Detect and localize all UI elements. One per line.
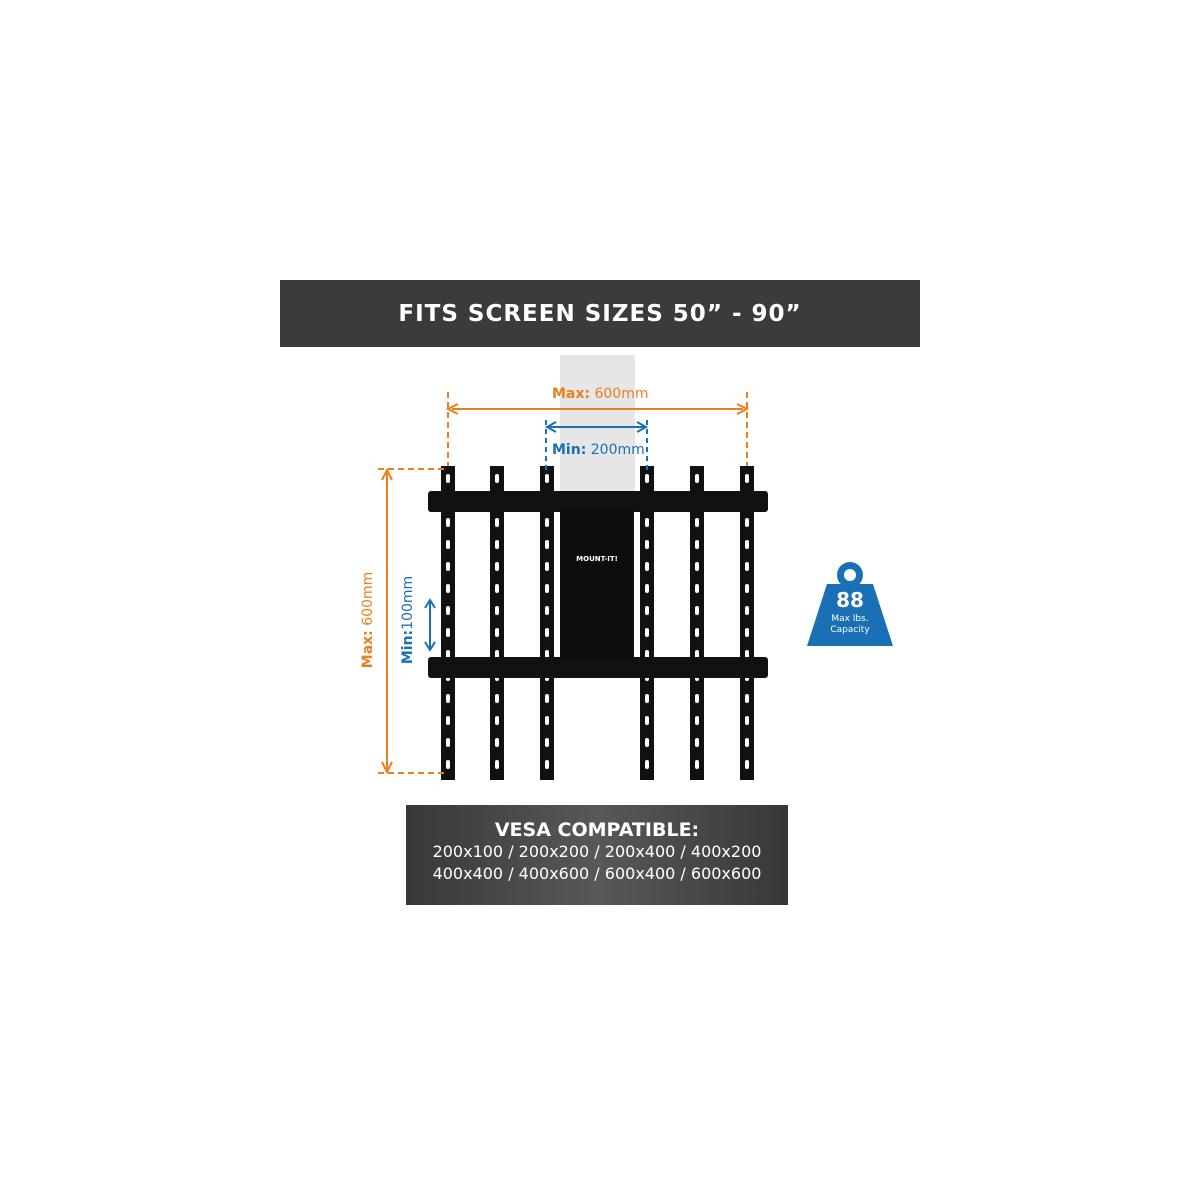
rail-slot <box>545 606 549 615</box>
max-height-label: Max: 600mm <box>360 571 376 669</box>
rail-slot <box>495 760 499 769</box>
rail-slot <box>645 628 649 637</box>
rail-slot <box>495 540 499 549</box>
vertical-rail <box>640 466 654 780</box>
rail-slot <box>545 518 549 527</box>
rail-slot <box>645 474 649 483</box>
vertical-rail <box>490 466 504 780</box>
rail-slot <box>695 584 699 593</box>
weight-icon <box>807 562 893 646</box>
rail-slot <box>446 540 450 549</box>
rail-slot <box>745 474 749 483</box>
rail-slot <box>446 716 450 725</box>
rail-slot <box>545 628 549 637</box>
mount-it-logo: MOUNT-IT! <box>576 555 618 563</box>
bottom-crossbar <box>428 657 768 678</box>
rail-slot <box>695 540 699 549</box>
rail-slot <box>495 716 499 725</box>
rail-slot <box>745 650 749 659</box>
rail-slot <box>545 584 549 593</box>
rail-slot <box>495 738 499 747</box>
rail-slot <box>545 562 549 571</box>
max-width-label: Max: 600mm <box>552 386 649 402</box>
rail-slot <box>695 562 699 571</box>
capacity-caption: Max lbs.Capacity <box>830 614 870 635</box>
rail-slot <box>545 650 549 659</box>
rail-slot <box>495 584 499 593</box>
rail-slot <box>545 738 549 747</box>
rail-slot <box>745 760 749 769</box>
vesa-title: VESA COMPATIBLE: <box>494 819 700 841</box>
rail-slot <box>446 474 450 483</box>
rail-slot <box>495 606 499 615</box>
rail-slot <box>695 606 699 615</box>
rail-slot <box>446 584 450 593</box>
rail-slot <box>645 738 649 747</box>
vertical-rail <box>441 466 455 780</box>
rail-slot <box>495 518 499 527</box>
rail-slot <box>495 694 499 703</box>
rail-slot <box>545 760 549 769</box>
rail-slot <box>446 760 450 769</box>
rail-slot <box>745 738 749 747</box>
rail-slot <box>645 760 649 769</box>
rail-slot <box>645 650 649 659</box>
rail-slot <box>745 606 749 615</box>
rail-slot <box>695 474 699 483</box>
rail-slot <box>645 694 649 703</box>
rail-slot <box>545 474 549 483</box>
rail-slot <box>745 716 749 725</box>
rail-slot <box>645 540 649 549</box>
rail-slot <box>645 716 649 725</box>
rail-slot <box>495 650 499 659</box>
center-plate <box>560 508 634 660</box>
rail-slot <box>446 694 450 703</box>
vertical-rail <box>540 466 554 780</box>
rail-slot <box>446 562 450 571</box>
rail-slot <box>446 518 450 527</box>
vertical-rail <box>690 466 704 780</box>
min-width-label: Min: 200mm <box>552 442 645 458</box>
capacity-value: 88 <box>836 588 864 612</box>
rail-slot <box>446 650 450 659</box>
vertical-rail <box>740 466 754 780</box>
rail-slot <box>695 694 699 703</box>
blue-dimension-lines <box>424 420 649 652</box>
rail-slot <box>695 760 699 769</box>
rail-slot <box>645 518 649 527</box>
rail-slot <box>645 606 649 615</box>
rail-slot <box>446 628 450 637</box>
rail-slot <box>695 738 699 747</box>
rail-slot <box>695 650 699 659</box>
top-crossbar <box>428 491 768 512</box>
rail-slot <box>745 694 749 703</box>
rail-slot <box>695 518 699 527</box>
weight-capacity-badge: 88 Max lbs.Capacity <box>805 560 895 648</box>
rail-slot <box>495 562 499 571</box>
rail-slot <box>745 628 749 637</box>
rail-slot <box>495 628 499 637</box>
rail-slot <box>745 540 749 549</box>
vesa-line-1: 200x100 / 200x200 / 200x400 / 400x200 <box>432 842 762 861</box>
rail-slot <box>645 562 649 571</box>
rail-slot <box>745 562 749 571</box>
vesa-line-2: 400x400 / 400x600 / 600x400 / 600x600 <box>432 864 762 883</box>
rail-slot <box>446 738 450 747</box>
orange-dimension-lines <box>378 392 750 775</box>
screen-size-banner: FITS SCREEN SIZES 50” - 90” <box>280 280 920 347</box>
rail-slot <box>695 716 699 725</box>
rail-slot <box>695 628 699 637</box>
rail-slot <box>446 606 450 615</box>
ceiling-arm-ghost <box>560 355 635 505</box>
rail-slot <box>745 584 749 593</box>
rail-slot <box>645 584 649 593</box>
rail-slot <box>545 694 549 703</box>
rail-slot <box>495 474 499 483</box>
rail-slot <box>545 540 549 549</box>
min-height-label: Min:100mm <box>400 575 416 665</box>
rail-slot <box>545 716 549 725</box>
rail-slot <box>745 518 749 527</box>
vesa-compatibility-box: VESA COMPATIBLE: 200x100 / 200x200 / 200… <box>406 805 788 905</box>
